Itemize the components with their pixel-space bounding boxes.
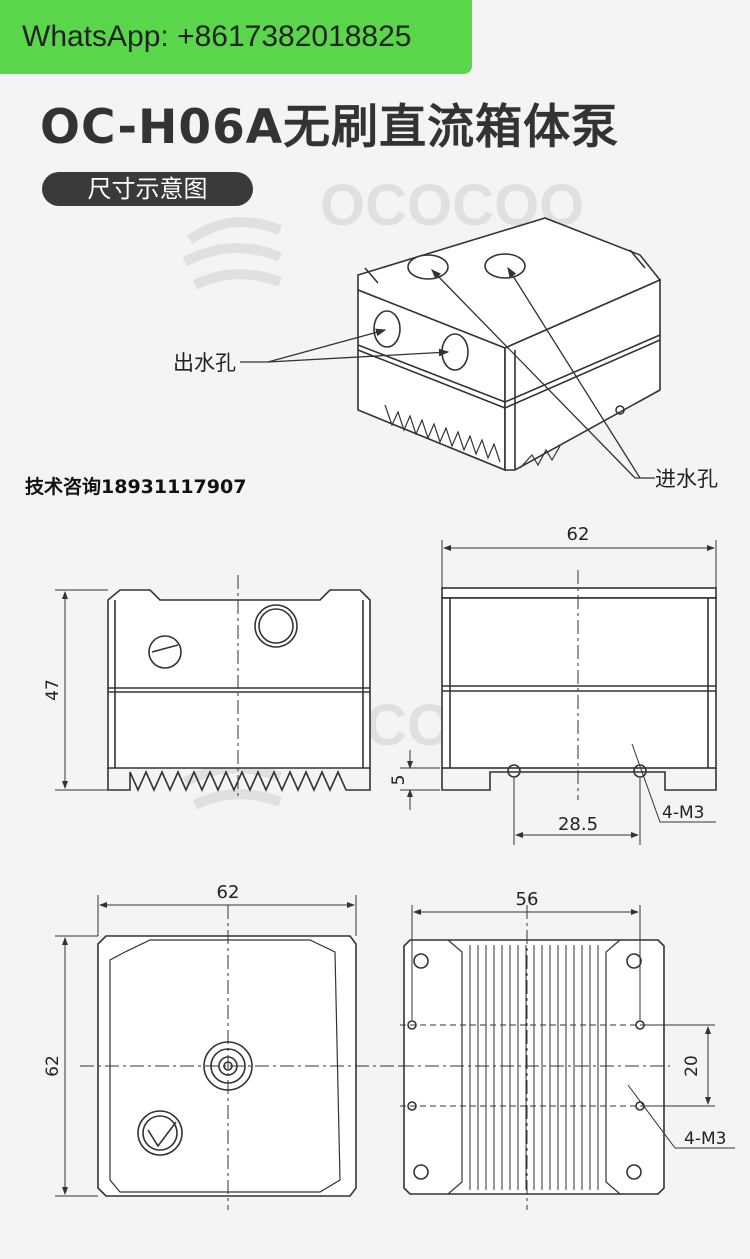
side-hole-spacing-value: 28.5 — [558, 814, 598, 835]
front-view — [55, 575, 371, 800]
top-height-dim — [55, 935, 98, 1197]
top-width-dim — [97, 895, 357, 936]
bottom-corner-hole-bl — [413, 1164, 429, 1180]
outlet-leaders — [240, 328, 450, 363]
page-title: OC-H06A无刷直流箱体泵 — [40, 100, 620, 155]
side-hole-label: 4-M3 — [662, 803, 704, 823]
bottom-hole-spacing-value: 20 — [682, 1055, 702, 1077]
iso-fins — [384, 404, 561, 469]
side-view — [400, 540, 717, 845]
inlet-label: 进水孔 — [655, 467, 718, 491]
bottom-corner-hole-tr — [626, 953, 642, 969]
bottom-fins — [469, 945, 599, 1190]
bottom-hole-leader — [627, 1084, 735, 1149]
section-label: 尺寸示意图 — [42, 172, 253, 206]
side-width-value: 62 — [567, 524, 590, 545]
front-body — [107, 589, 371, 769]
iso-top-hole-right — [484, 253, 526, 279]
side-top-cap — [441, 587, 717, 599]
side-base — [441, 768, 717, 791]
top-body — [97, 935, 357, 1197]
side-base-dim — [400, 750, 440, 810]
top-view — [55, 895, 400, 1210]
side-hole-left — [507, 764, 521, 778]
bottom-hole-spacing-dim — [645, 1024, 715, 1107]
bottom-width-dim — [411, 905, 641, 1020]
side-body — [441, 597, 717, 769]
iso-top-hole-left — [407, 254, 449, 280]
front-fins — [107, 768, 371, 792]
front-height-value: 47 — [43, 679, 63, 701]
outlet-label: 出水孔 — [173, 351, 236, 375]
side-hole-leader — [631, 743, 716, 823]
front-hole-right — [254, 604, 298, 648]
front-height-dim — [55, 589, 108, 791]
consult-phone[interactable]: 技术咨询18931117907 — [25, 476, 247, 498]
side-base-value: 5 — [389, 775, 409, 786]
bottom-corner-hole-tl — [413, 953, 429, 969]
iso-side-hole-1 — [373, 310, 401, 348]
isometric-view — [240, 217, 662, 479]
bottom-corner-hole-br — [626, 1164, 642, 1180]
bottom-view — [400, 905, 735, 1210]
side-width-dim — [441, 540, 717, 588]
inlet-leaders — [431, 266, 655, 479]
front-hole-left — [148, 635, 182, 669]
whatsapp-banner[interactable]: WhatsApp: +8617382018825 — [0, 0, 472, 74]
top-width-value: 62 — [217, 882, 240, 903]
top-height-value: 62 — [43, 1055, 63, 1077]
bottom-hole-label: 4-M3 — [684, 1129, 726, 1149]
side-hole-spacing-dim — [513, 778, 641, 845]
bottom-width-value: 56 — [516, 889, 539, 910]
top-side-port — [137, 1110, 183, 1156]
